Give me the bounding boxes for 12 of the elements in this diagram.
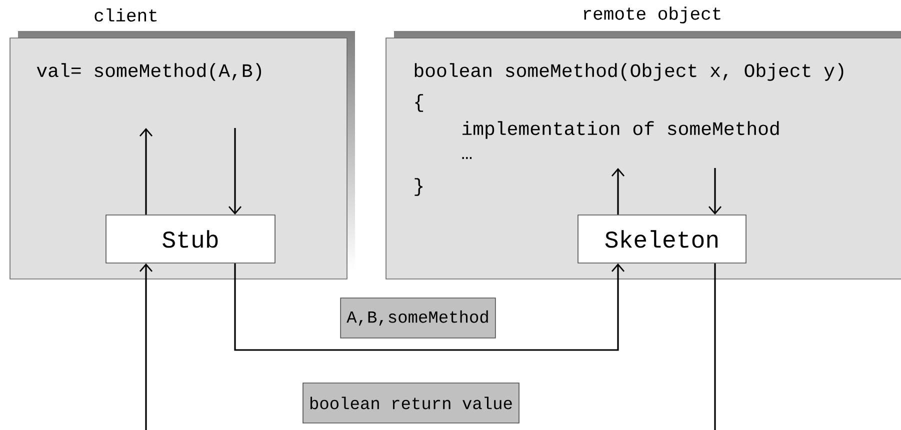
node-label: remote object bbox=[584, 6, 720, 24]
arrow bbox=[139, 128, 153, 215]
arrow bbox=[611, 168, 625, 215]
process-box: Skeleton bbox=[578, 214, 746, 264]
arrow bbox=[139, 263, 716, 430]
arrow bbox=[234, 263, 625, 351]
process-box: Stub bbox=[106, 214, 276, 264]
edge-label: A,B,someMethod bbox=[340, 298, 496, 338]
arrow bbox=[228, 128, 242, 215]
arrow bbox=[708, 168, 722, 215]
node-label: client bbox=[94, 8, 157, 22]
edge-label: boolean return value bbox=[302, 382, 520, 424]
